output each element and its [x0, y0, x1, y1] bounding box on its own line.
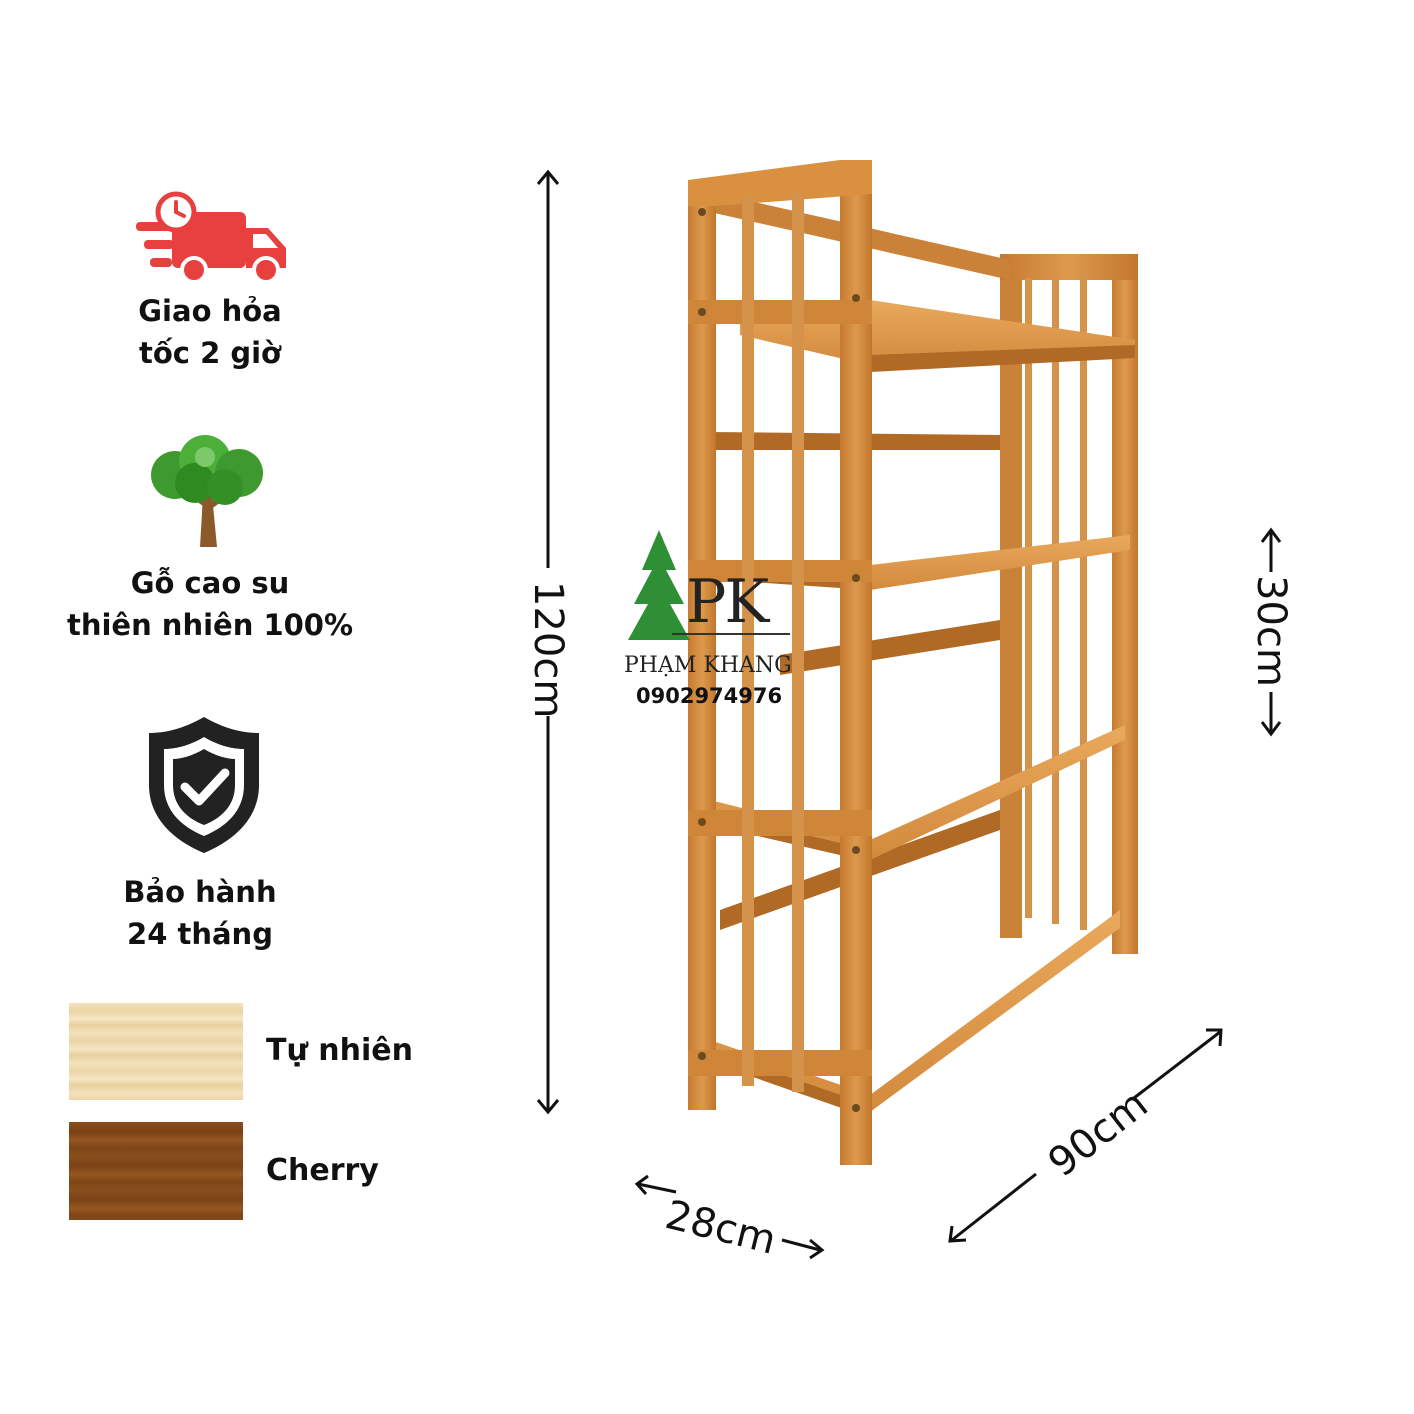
shelf-gap-dimension-label: 30cm	[1248, 575, 1294, 687]
height-dimension-label: 120cm	[525, 581, 571, 719]
delivery-truck-icon	[136, 191, 286, 284]
pine-tree-icon	[628, 530, 690, 640]
feature-delivery-line1: Giao hỏa	[138, 294, 282, 328]
feature-warranty-line2: 24 tháng	[127, 917, 273, 951]
brand-name: PHẠM KHANG	[624, 653, 792, 678]
shelf-gap-dimension-line	[1260, 527, 1282, 737]
feature-warranty-line1: Bảo hành	[123, 875, 277, 909]
finish-label-cherry: Cherry	[266, 1153, 379, 1188]
depth-dimension-line	[634, 1174, 825, 1260]
height-dimension-line	[536, 169, 560, 1115]
feature-warranty: Bảo hành 24 tháng	[95, 715, 315, 965]
finish-swatch-cherry	[69, 1122, 243, 1220]
feature-wood-line2: thiên nhiên 100%	[66, 608, 354, 642]
feature-wood-line1: Gỗ cao su	[130, 566, 290, 600]
bookshelf-image	[688, 160, 1138, 1165]
feature-rubber-wood: Gỗ cao su thiên nhiên 100%	[60, 430, 360, 650]
tree-icon	[151, 435, 263, 547]
brand-logo: PK PHẠM KHANG 0902974976	[624, 530, 804, 710]
feature-delivery: Giao hỏa tốc 2 giờ	[100, 190, 320, 380]
shield-check-icon	[149, 717, 259, 853]
feature-delivery-line2: tốc 2 giờ	[139, 336, 281, 370]
width-dimension-line	[948, 1028, 1223, 1243]
finish-label-natural: Tự nhiên	[266, 1033, 413, 1068]
brand-phone: 0902974976	[636, 684, 783, 708]
finish-swatch-natural	[69, 1003, 243, 1100]
brand-monogram: PK	[686, 567, 769, 637]
